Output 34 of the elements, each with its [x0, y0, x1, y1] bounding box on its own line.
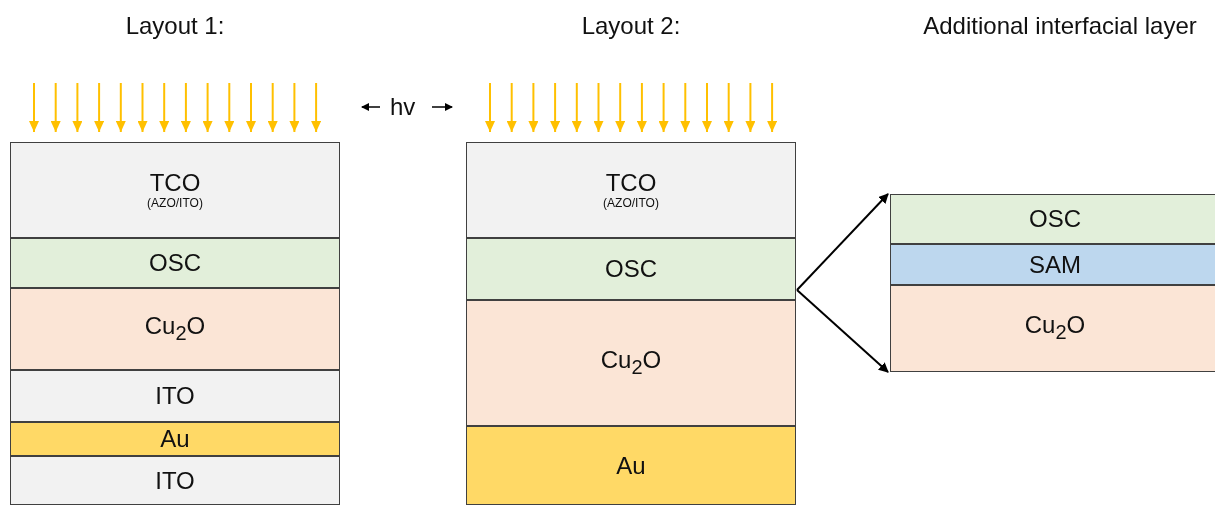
- arrow: [796, 289, 889, 373]
- layer-box: [466, 426, 796, 505]
- layer-name: Cu$_{2}$O: [1024, 312, 1086, 345]
- layer-box: [10, 456, 340, 505]
- layer-box: [10, 422, 340, 456]
- stack-heading: Layout 2:: [580, 11, 682, 41]
- layer-box: [466, 142, 796, 238]
- layer-name: Cu$_{2}$O: [144, 312, 206, 346]
- layer-box: [466, 238, 796, 300]
- layer-name: TCO: [605, 170, 657, 196]
- arrow: [796, 193, 889, 291]
- layer-name: OSC: [1029, 206, 1081, 232]
- layer-box: [10, 370, 340, 422]
- layer-box: [890, 194, 1215, 244]
- layer-note: (AZO/ITO): [603, 196, 659, 210]
- layer-name: ITO: [155, 467, 195, 494]
- stack-heading: Additional interfacial layer: [922, 11, 1198, 41]
- layer-name: SAM: [1029, 251, 1081, 278]
- layer-box: [466, 300, 796, 426]
- layer-box: [10, 238, 340, 288]
- layer-name: OSC: [605, 256, 657, 282]
- layer-name: Au: [616, 452, 646, 479]
- photon-label: hv: [390, 94, 416, 120]
- layer-box: [890, 285, 1215, 372]
- layer-name: TCO: [149, 170, 201, 196]
- stack-heading: Layout 1:: [124, 11, 226, 41]
- layer-name: OSC: [149, 250, 201, 276]
- layer-name: ITO: [155, 383, 195, 409]
- layer-box: [10, 288, 340, 370]
- layer-box: [10, 142, 340, 238]
- layer-name: Au: [160, 426, 190, 452]
- layer-box: [890, 244, 1215, 285]
- layer-name: Cu$_{2}$O: [600, 346, 662, 380]
- layer-note: (AZO/ITO): [147, 196, 203, 210]
